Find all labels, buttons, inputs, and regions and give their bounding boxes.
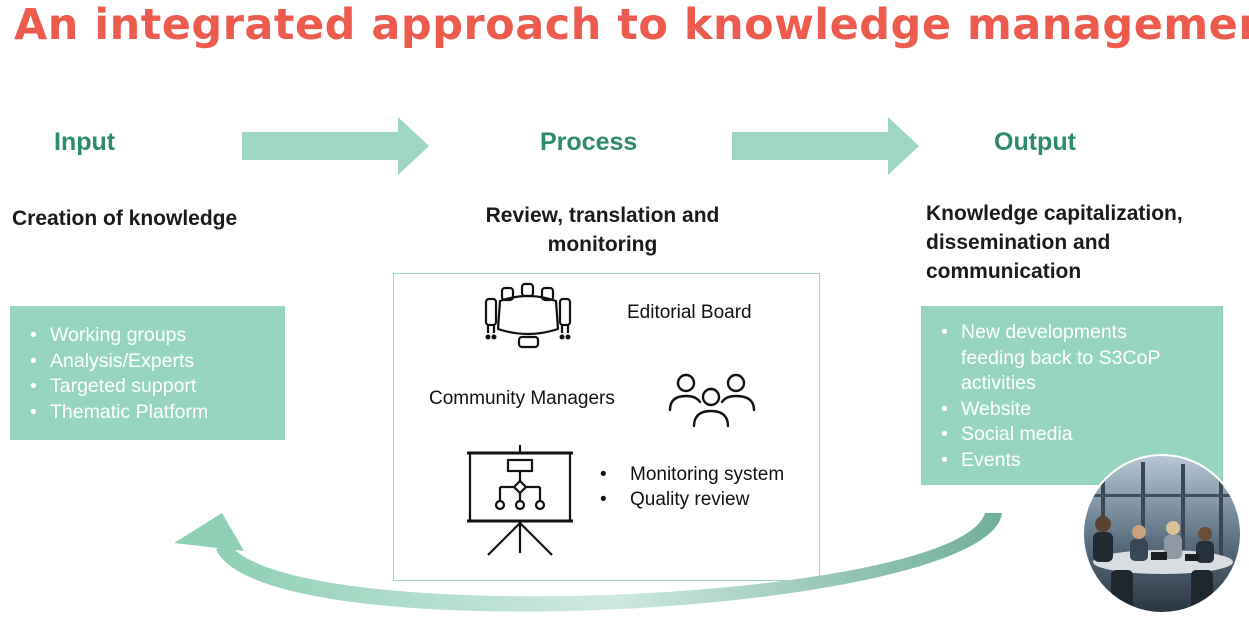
list-item: •Targeted support (30, 375, 197, 397)
output-list: •New developments feeding back to S3CoP … (921, 320, 1223, 473)
output-heading-line1: Knowledge capitalization, (926, 202, 1183, 225)
process-heading: Review, translation and monitoring (440, 201, 765, 259)
meeting-photo (1082, 454, 1242, 614)
list-item: •Thematic Platform (30, 400, 209, 423)
output-heading: Knowledge capitalization, dissemination … (926, 199, 1183, 286)
editorial-board-label: Editorial Board (627, 302, 752, 323)
stage-input-label: Input (54, 128, 116, 156)
input-list: •Working groups •Analysis/Experts •Targe… (10, 323, 285, 425)
page-title: An integrated approach to knowledge mana… (14, 0, 1249, 50)
monitoring-list-wrap: •Monitoring system •Quality review (600, 462, 784, 512)
list-item: •Analysis/Experts (30, 349, 195, 372)
community-managers-label: Community Managers (429, 388, 615, 409)
input-box: •Working groups •Analysis/Experts •Targe… (10, 306, 285, 440)
list-item-continuation: feeding back to S3CoP (961, 346, 1161, 369)
list-item: •Website (941, 397, 1032, 420)
list-item: •Social media (941, 423, 1073, 445)
stage-output-label: Output (994, 128, 1076, 156)
presentation-board-icon (467, 445, 573, 556)
list-item: •Quality review (600, 489, 750, 510)
list-item: •Working groups (30, 324, 187, 346)
meeting-table-icon (484, 282, 572, 349)
people-group-icon (668, 373, 756, 428)
list-item: •Monitoring system (600, 464, 785, 485)
list-item: •New developments (941, 321, 1127, 343)
process-heading-line2: monitoring (547, 233, 658, 256)
input-heading: Creation of knowledge (12, 207, 238, 230)
feedback-curved-arrow (174, 513, 1002, 612)
monitoring-list: •Monitoring system •Quality review (600, 462, 784, 512)
output-heading-line2: dissemination and (926, 231, 1111, 254)
process-box (393, 273, 820, 581)
flow-arrow-process-to-output (732, 117, 919, 175)
output-heading-line3: communication (926, 260, 1082, 283)
flow-arrow-input-to-process (242, 117, 429, 175)
process-heading-line1: Review, translation and (485, 204, 720, 227)
stage-process-label: Process (540, 128, 638, 156)
list-item-continuation: activities (961, 372, 1036, 394)
list-item: •Events (941, 448, 1021, 471)
